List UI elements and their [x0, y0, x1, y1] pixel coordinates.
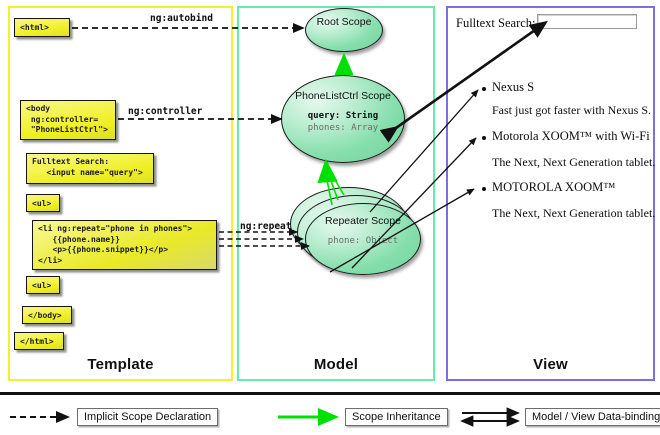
view-item-name-3: MOTOROLA XOOM™: [492, 180, 616, 194]
scope-phonelistctrl-title: PhoneListCtrl Scope: [295, 90, 391, 102]
edge-label-ng-autobind: ng:autobind: [150, 13, 213, 24]
view-bullet-2: [482, 136, 486, 140]
scope-repeater-title: Repeater Scope: [325, 215, 401, 227]
legend-label-model-view-data-binding: Model / View Data-binding: [525, 408, 660, 426]
code-box-body-close: </body>: [22, 306, 72, 324]
column-label-model: Model: [313, 356, 359, 373]
code-box-ul-open: <ul>: [26, 194, 60, 212]
code-box-body-open: <body ng:controller= "PhoneListCtrl">: [20, 100, 116, 140]
scope-repeater: Repeater Scope phone: Object: [305, 203, 421, 275]
legend-label-scope-inheritance: Scope Inheritance: [345, 408, 448, 426]
view-item-snippet-2: The Next, Next Generation tablet.: [492, 155, 656, 169]
view-item-name-2: Motorola XOOM™ with Wi-Fi: [492, 129, 650, 143]
scope-root-title: Root Scope: [316, 16, 372, 28]
legend-label-implicit-scope-declaration: Implicit Scope Declaration: [77, 408, 219, 426]
search-input[interactable]: [537, 14, 637, 29]
scope-prop-phones: phones: Array: [307, 122, 379, 133]
legend-divider: [0, 392, 660, 395]
view-item-name-1: Nexus S: [492, 80, 535, 94]
column-label-template: Template: [87, 356, 154, 373]
code-box-fulltext-search: Fulltext Search: <input name="query">: [26, 153, 154, 184]
view-search-label: Fulltext Search:: [456, 16, 536, 30]
view-bullet-1: [482, 87, 486, 91]
column-label-view: View: [533, 356, 568, 373]
view-bullet-3: [482, 187, 486, 191]
edge-label-ng-controller: ng:controller: [128, 106, 203, 117]
code-box-html-open: <html>: [14, 18, 70, 37]
edge-label-ng-repeat: ng:repeat: [240, 221, 292, 232]
scope-prop-phone: phone: Object: [327, 236, 399, 247]
scope-root: Root Scope: [305, 8, 383, 52]
code-box-li-repeat: <li ng:repeat="phone in phones"> {{phone…: [32, 220, 217, 270]
scope-prop-query: query: String: [307, 111, 379, 122]
code-box-html-close: </html>: [14, 332, 64, 350]
view-item-snippet-1: Fast just got faster with Nexus S.: [492, 103, 651, 117]
view-item-snippet-3: The Next, Next Generation tablet.: [492, 206, 656, 220]
scope-phonelistctrl: PhoneListCtrl Scope query: String phones…: [281, 75, 405, 163]
code-box-ul-close: <ul>: [26, 276, 60, 294]
